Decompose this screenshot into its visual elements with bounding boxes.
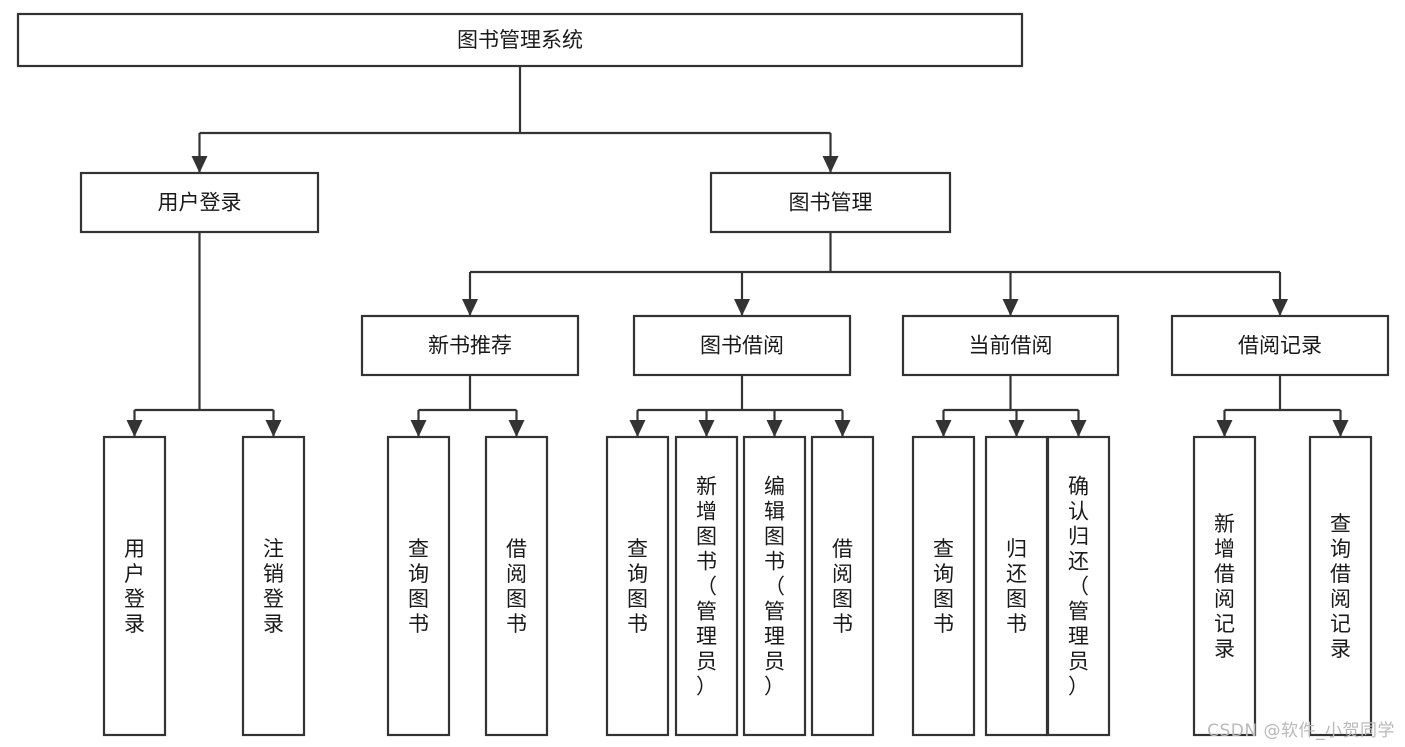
arrow-head-icon bbox=[508, 420, 525, 437]
node-borrow-record[interactable]: 借阅记录 bbox=[1170, 314, 1390, 377]
node-label: 用户登录 bbox=[158, 191, 242, 215]
node-label: 新增借阅记录 bbox=[1214, 512, 1235, 661]
arrow-head-icon bbox=[265, 420, 282, 437]
arrow-head-icon bbox=[734, 299, 750, 316]
node-label: 图书管理 bbox=[789, 191, 873, 215]
node-label: 借阅图书 bbox=[832, 537, 853, 636]
arrow-head-icon bbox=[1008, 420, 1025, 437]
arrow-head-icon bbox=[698, 420, 715, 437]
node-current-borrow[interactable]: 当前借阅 bbox=[901, 314, 1120, 377]
connector-group-user-login bbox=[126, 232, 282, 437]
node-label: 查询图书 bbox=[933, 537, 954, 636]
connector-group-book-manage bbox=[462, 232, 1288, 316]
connector-layer bbox=[126, 66, 1349, 437]
node-leaf-confirm-return[interactable]: 确认归还（管理员） bbox=[1046, 435, 1111, 737]
node-label: 新书推荐 bbox=[428, 334, 512, 358]
node-leaf-query-book-3[interactable]: 查询图书 bbox=[911, 435, 976, 737]
arrow-head-icon bbox=[126, 420, 143, 437]
node-label: 查询图书 bbox=[627, 537, 648, 636]
node-label: 用户登录 bbox=[124, 537, 145, 636]
node-label: 借阅记录 bbox=[1238, 334, 1322, 358]
node-leaf-add-record[interactable]: 新增借阅记录 bbox=[1192, 435, 1257, 737]
arrow-head-icon bbox=[410, 420, 427, 437]
arrow-head-icon bbox=[191, 156, 208, 173]
arrow-head-icon bbox=[822, 156, 839, 173]
arrow-head-icon bbox=[1002, 299, 1019, 316]
node-label: 注销登录 bbox=[263, 537, 284, 636]
connector-group-borrow-record bbox=[1216, 375, 1349, 437]
node-label: 确认归还（管理员） bbox=[1068, 475, 1089, 699]
node-label: 编辑图书（管理员） bbox=[764, 475, 785, 699]
node-label: 借阅图书 bbox=[506, 537, 527, 636]
node-book-borrow[interactable]: 图书借阅 bbox=[632, 314, 852, 377]
node-leaf-query-record[interactable]: 查询借阅记录 bbox=[1308, 435, 1373, 737]
node-label: 查询图书 bbox=[408, 537, 429, 636]
arrow-head-icon bbox=[766, 420, 783, 437]
node-label: 归还图书 bbox=[1006, 537, 1027, 636]
arrow-head-icon bbox=[629, 420, 646, 437]
node-leaf-logout[interactable]: 注销登录 bbox=[241, 435, 306, 737]
node-label: 查询借阅记录 bbox=[1330, 512, 1351, 661]
node-new-book-recommend[interactable]: 新书推荐 bbox=[360, 314, 580, 377]
arrow-head-icon bbox=[834, 420, 851, 437]
node-root[interactable]: 图书管理系统 bbox=[16, 12, 1024, 68]
node-leaf-return-book[interactable]: 归还图书 bbox=[984, 435, 1049, 737]
node-leaf-query-book-1[interactable]: 查询图书 bbox=[386, 435, 451, 737]
node-user-login[interactable]: 用户登录 bbox=[79, 171, 320, 234]
arrow-head-icon bbox=[1216, 420, 1233, 437]
arrow-head-icon bbox=[935, 420, 952, 437]
node-leaf-query-book-2[interactable]: 查询图书 bbox=[605, 435, 670, 737]
node-leaf-user-login[interactable]: 用户登录 bbox=[102, 435, 167, 737]
arrow-head-icon bbox=[1070, 420, 1087, 437]
node-leaf-borrow-book-2[interactable]: 借阅图书 bbox=[810, 435, 875, 737]
arrow-head-icon bbox=[1272, 299, 1288, 316]
node-label: 当前借阅 bbox=[969, 334, 1053, 358]
connector-group-new-book-recommend bbox=[410, 375, 525, 437]
node-leaf-add-book[interactable]: 新增图书（管理员） bbox=[674, 435, 739, 737]
node-label: 图书借阅 bbox=[700, 334, 784, 358]
node-book-manage[interactable]: 图书管理 bbox=[709, 171, 952, 234]
connector-group-book-borrow bbox=[629, 375, 851, 437]
node-leaf-edit-book[interactable]: 编辑图书（管理员） bbox=[742, 435, 807, 737]
arrow-head-icon bbox=[462, 299, 478, 316]
node-leaf-borrow-book-1[interactable]: 借阅图书 bbox=[484, 435, 549, 737]
node-layer: 图书管理系统用户登录图书管理新书推荐图书借阅当前借阅借阅记录用户登录注销登录查询… bbox=[16, 12, 1390, 737]
node-label: 新增图书（管理员） bbox=[696, 475, 717, 699]
node-label: 图书管理系统 bbox=[457, 28, 583, 52]
connector-group-root bbox=[191, 66, 839, 173]
watermark-label: CSDN @软件_小贺同学 bbox=[1207, 721, 1395, 741]
arrow-head-icon bbox=[1332, 420, 1349, 437]
connector-group-current-borrow bbox=[935, 375, 1087, 437]
